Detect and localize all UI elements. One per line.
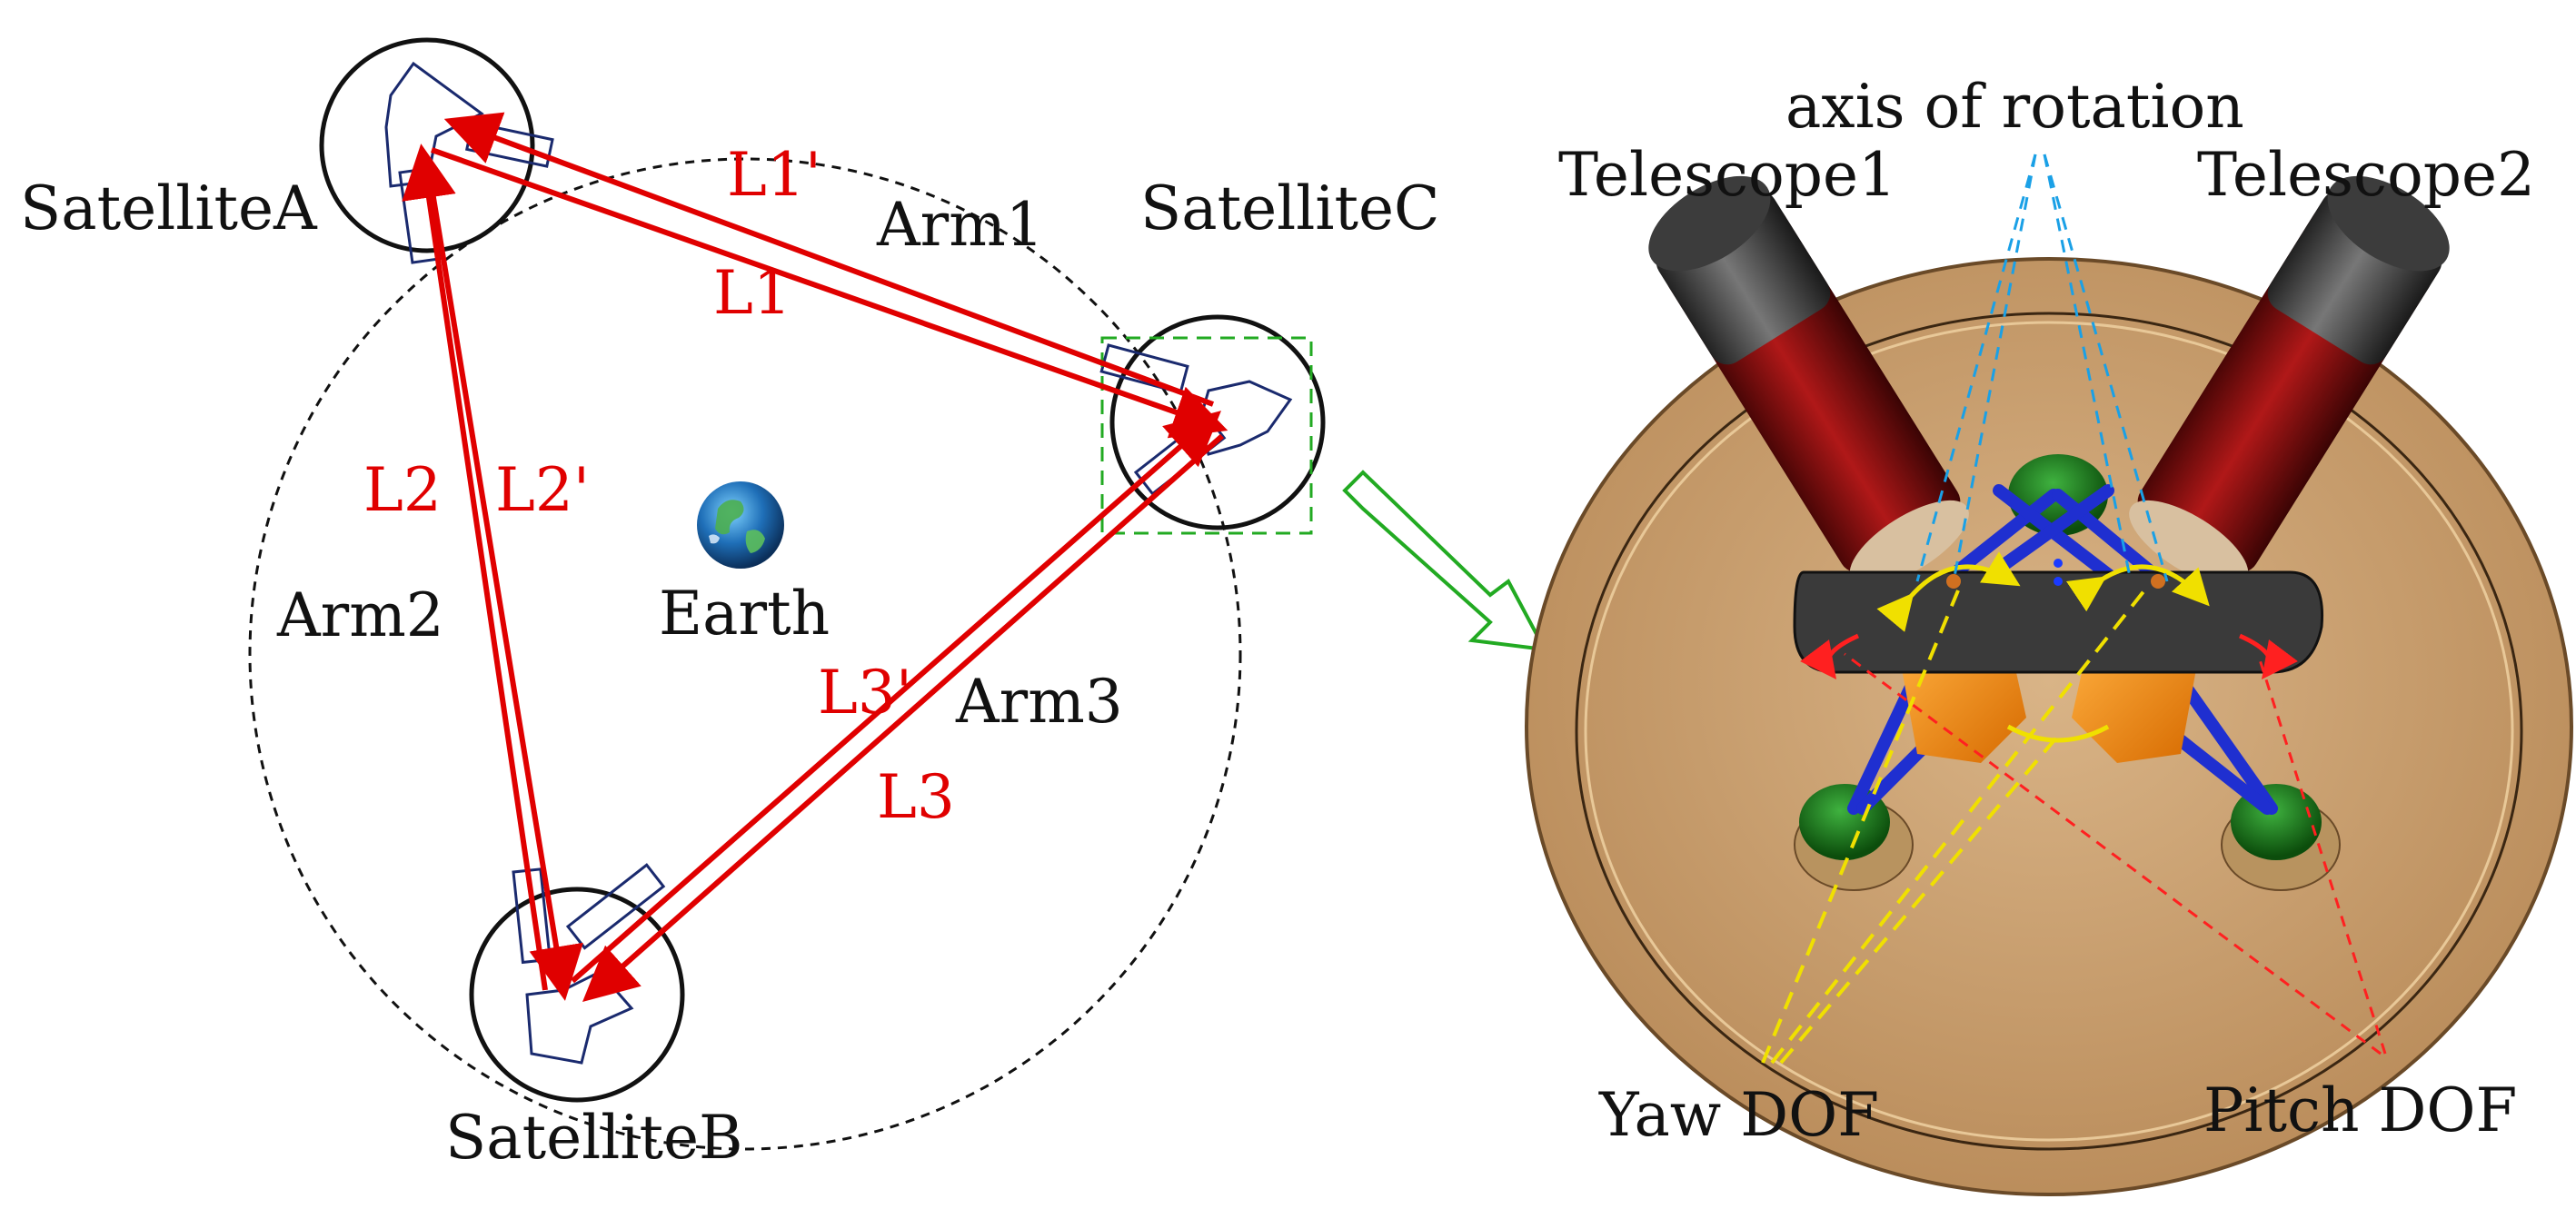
link-l1p-label: L1' bbox=[727, 140, 821, 210]
link-l2-label: L2 bbox=[363, 455, 442, 525]
pitch-rotation-arrows bbox=[1800, 633, 2298, 680]
platform-rim bbox=[1575, 312, 2523, 1151]
yaw-dof-lines bbox=[1761, 589, 2146, 1065]
zoom-arrow-icon bbox=[1342, 470, 1548, 652]
axis-of-rotation-label: axis of rotation bbox=[1785, 72, 2244, 142]
arm1-label: Arm1 bbox=[876, 190, 1044, 260]
earth-icon bbox=[697, 481, 784, 569]
link-l3-label: L3 bbox=[877, 762, 955, 832]
satellite-c-label: SatelliteC bbox=[1140, 173, 1440, 243]
satellite-a-circle bbox=[319, 37, 535, 253]
earth-label: Earth bbox=[659, 579, 830, 649]
yaw-dof-label: Yaw DOF bbox=[1598, 1080, 1879, 1150]
arm3-beams bbox=[571, 411, 1224, 1002]
platform-disk bbox=[1525, 257, 2573, 1196]
rotation-bar bbox=[1793, 570, 2324, 674]
telescope2-label: Telescope2 bbox=[2197, 140, 2535, 210]
satellite-a-label: SatelliteA bbox=[20, 173, 318, 243]
satellite-b-label: SatelliteB bbox=[445, 1103, 743, 1173]
link-l2p-label: L2' bbox=[495, 455, 590, 525]
satellite-b-circle bbox=[469, 887, 685, 1103]
arm1-beams bbox=[431, 112, 1228, 439]
right-diagram: axis of rotation Telescope1 Telescope2 Y… bbox=[1525, 72, 2573, 1196]
arm3-label: Arm3 bbox=[955, 667, 1123, 737]
arm2-label: Arm2 bbox=[276, 580, 444, 650]
pitch-dof-lines bbox=[1844, 652, 2387, 1055]
link-l3p-label: L3' bbox=[818, 658, 912, 728]
left-diagram: Earth bbox=[20, 37, 1440, 1173]
satellite-c-callout-box bbox=[1100, 336, 1313, 535]
link-l1-label: L1 bbox=[713, 258, 791, 328]
telescope1-label: Telescope1 bbox=[1558, 140, 1896, 210]
arm2-beams bbox=[402, 144, 583, 1001]
satellite-c-circle bbox=[1109, 314, 1326, 530]
pitch-dof-label: Pitch DOF bbox=[2203, 1075, 2517, 1145]
axis-rotation-lines bbox=[1915, 154, 2169, 582]
telescope2-body bbox=[2129, 175, 2450, 587]
orbit-circle bbox=[248, 157, 1242, 1151]
telescope1-body bbox=[1648, 175, 1969, 587]
